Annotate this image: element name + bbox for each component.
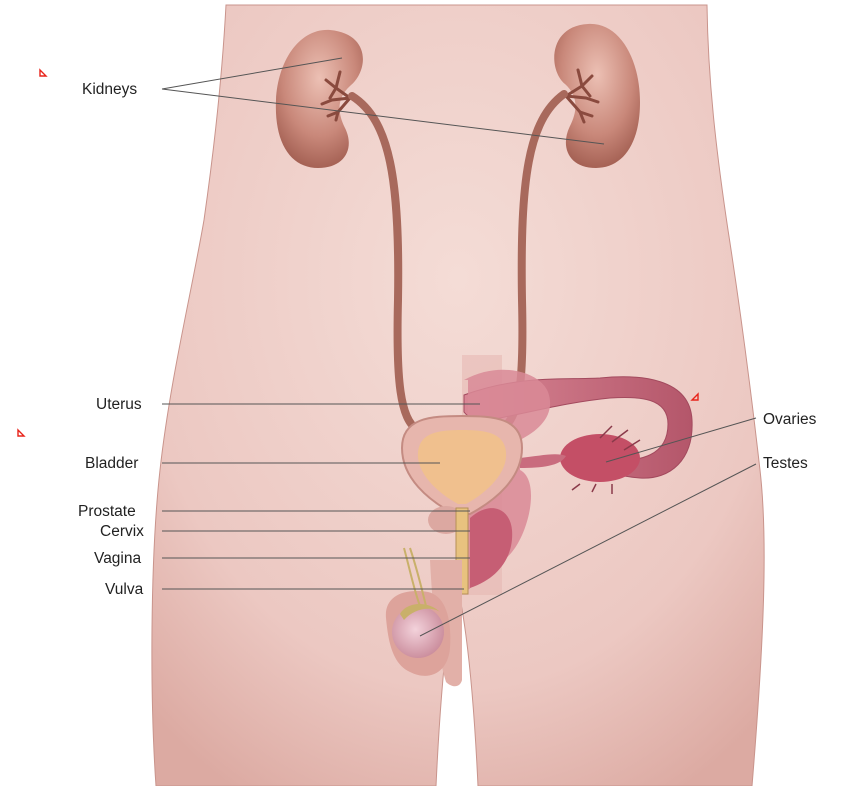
label-prostate: Prostate (78, 503, 136, 520)
marker-icon (40, 70, 46, 76)
label-testes: Testes (763, 455, 808, 472)
label-vulva: Vulva (105, 581, 144, 598)
label-cervix: Cervix (100, 523, 144, 540)
label-uterus: Uterus (96, 396, 142, 413)
label-vagina: Vagina (94, 550, 141, 567)
label-ovaries: Ovaries (763, 411, 817, 428)
testis (392, 606, 444, 658)
marker-icon (18, 430, 24, 436)
label-kidneys: Kidneys (82, 81, 137, 98)
ovary (560, 434, 640, 482)
label-bladder: Bladder (85, 455, 138, 472)
